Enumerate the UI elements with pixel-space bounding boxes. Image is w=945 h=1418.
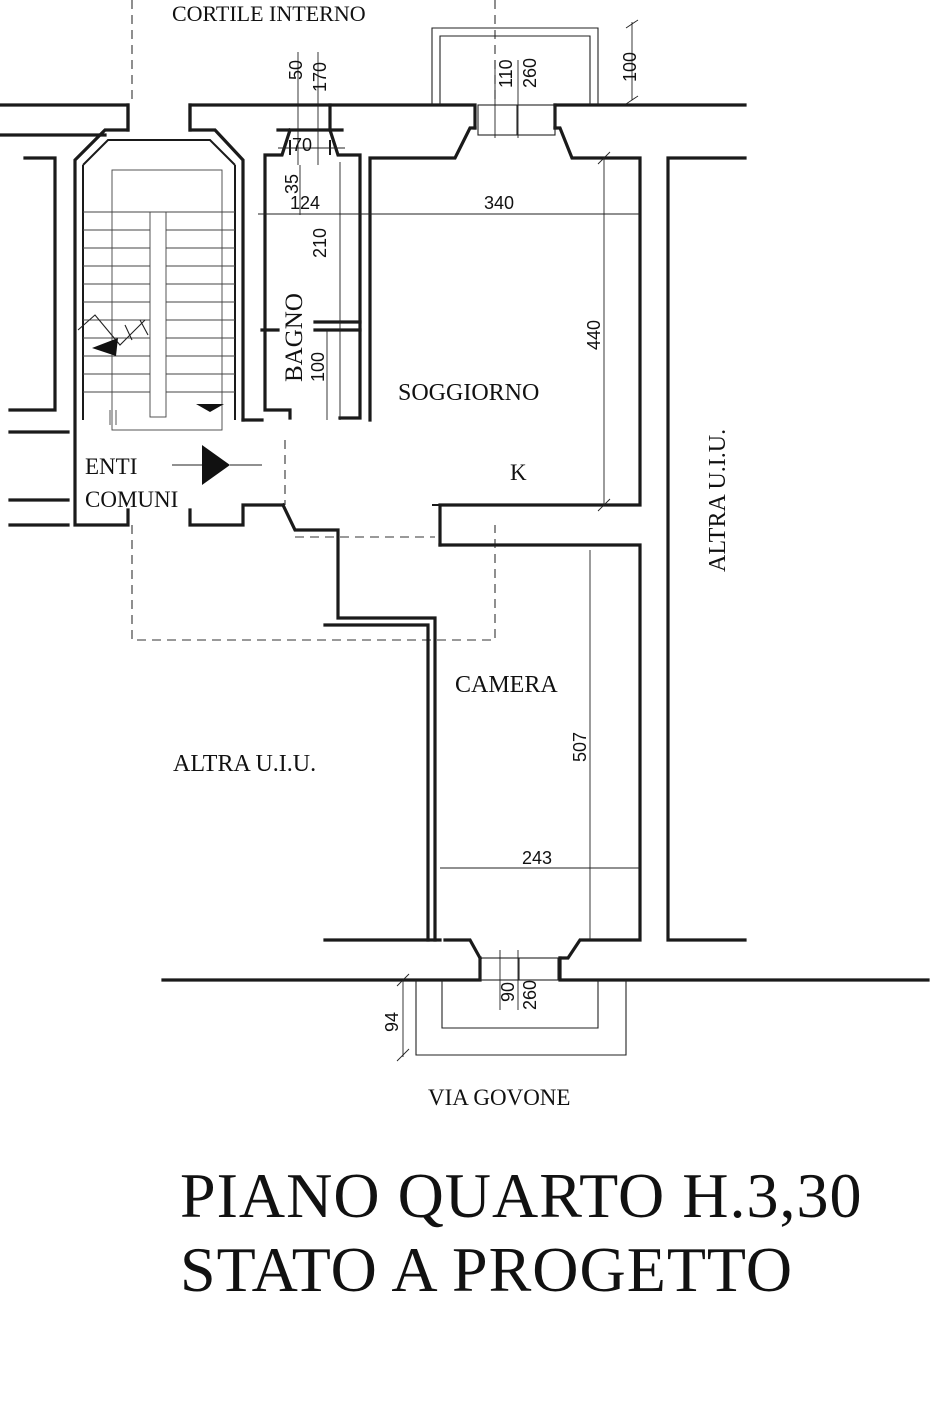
entrance-arrow-icon bbox=[172, 445, 262, 485]
dim-260-bottom: 260 bbox=[520, 980, 540, 1010]
dim-100-bagno: 100 bbox=[308, 352, 328, 382]
dim-35: 35 bbox=[282, 174, 302, 194]
dim-440: 440 bbox=[584, 320, 604, 350]
dim-70: 70 bbox=[292, 135, 312, 155]
stair-up-arrow-icon bbox=[92, 338, 118, 356]
k-label: K bbox=[510, 460, 527, 485]
altra-uiu-left-label: ALTRA U.I.U. bbox=[173, 751, 316, 777]
altra-uiu-right-label: ALTRA U.I.U. bbox=[705, 429, 731, 572]
dim-507: 507 bbox=[570, 732, 590, 762]
stair-core bbox=[73, 0, 496, 641]
dim-124: 124 bbox=[290, 193, 320, 213]
bagno-walls bbox=[260, 127, 362, 420]
enti-comuni-label-2: COMUNI bbox=[85, 487, 178, 512]
via-govone-label: VIA GOVONE bbox=[428, 1085, 570, 1110]
cortile-label: CORTILE INTERNO bbox=[172, 1, 366, 26]
exterior-walls bbox=[0, 103, 930, 982]
balconies bbox=[415, 27, 627, 1056]
plan-title-line-1: PIANO QUARTO H.3,30 bbox=[180, 1160, 863, 1231]
stair-down-arrow-icon bbox=[196, 404, 224, 412]
dim-50: 50 bbox=[286, 60, 306, 80]
camera-label: CAMERA bbox=[455, 672, 558, 698]
dimension-lines bbox=[258, 19, 640, 1062]
dim-210: 210 bbox=[310, 228, 330, 258]
enti-comuni-label-1: ENTI bbox=[85, 454, 137, 479]
apartment-walls bbox=[280, 126, 642, 961]
dim-100-top: 100 bbox=[620, 52, 640, 82]
soggiorno-label: SOGGIORNO bbox=[398, 380, 539, 406]
bagno-label: BAGNO bbox=[281, 293, 308, 382]
plan-title-line-2: STATO A PROGETTO bbox=[180, 1234, 794, 1305]
dim-170: 170 bbox=[310, 62, 330, 92]
dim-110: 110 bbox=[496, 59, 516, 88]
dim-260-top: 260 bbox=[520, 58, 540, 88]
dim-94: 94 bbox=[382, 1012, 402, 1032]
dim-340: 340 bbox=[484, 193, 514, 213]
dim-243: 243 bbox=[522, 848, 552, 868]
dim-90: 90 bbox=[498, 982, 518, 1002]
